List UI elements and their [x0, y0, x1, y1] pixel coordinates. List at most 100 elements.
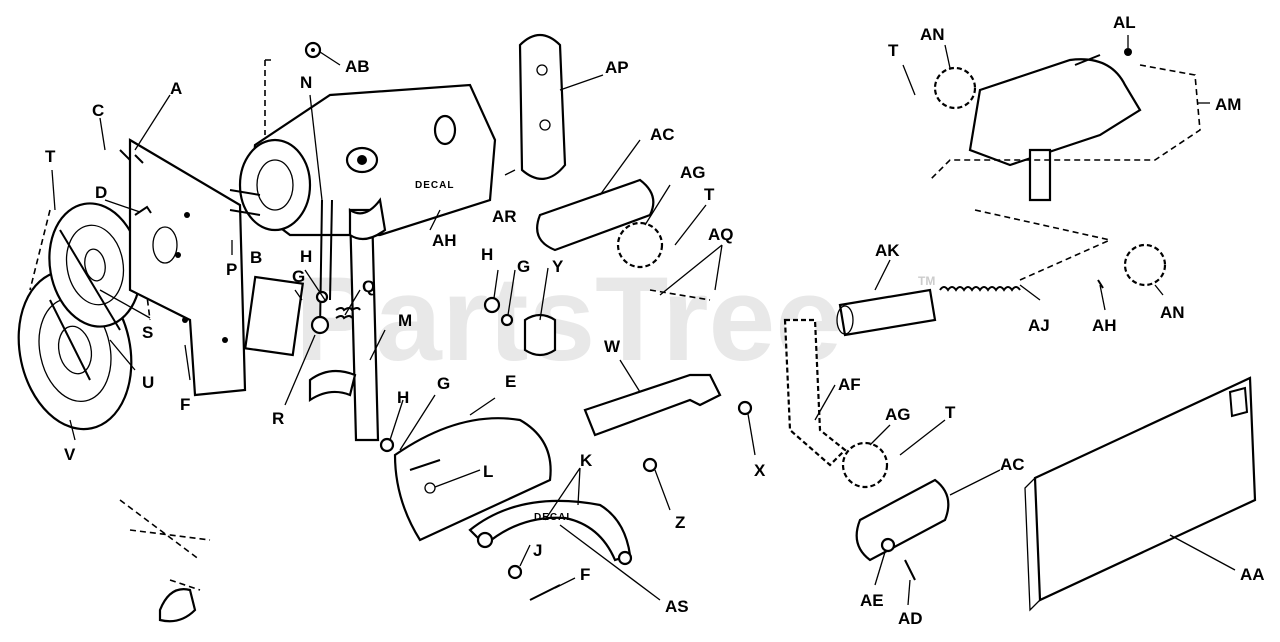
bolt-x — [737, 400, 753, 416]
pedal-assembly-am — [929, 48, 1201, 241]
label-g-left: G — [292, 267, 305, 286]
sleeve-ac-bottom — [855, 478, 950, 562]
partial-view-part — [158, 588, 197, 623]
label-f-left: F — [180, 395, 190, 414]
label-an-top: AN — [920, 25, 945, 44]
label-aa: AA — [1240, 565, 1265, 584]
label-j: J — [533, 541, 542, 560]
label-s: S — [142, 323, 153, 342]
label-af: AF — [838, 375, 861, 394]
rod-m — [348, 208, 380, 442]
label-ah-motor: AH — [432, 231, 457, 250]
label-a: A — [170, 79, 182, 98]
labels: A AA AB AC AC AD AE AF AG AG AH AH AJ AK… — [45, 13, 1265, 628]
label-f-bottom: F — [580, 565, 590, 584]
label-h-left: H — [300, 247, 312, 266]
motor-decal-text: DECAL — [415, 180, 454, 191]
label-e: E — [505, 372, 516, 391]
arm-k: DECAL — [468, 499, 633, 566]
label-b: B — [250, 248, 262, 267]
label-d: D — [95, 183, 107, 202]
pin-ah-right — [1097, 279, 1104, 289]
pin-aq — [649, 289, 711, 301]
rod-m-top — [348, 197, 387, 241]
crank-af — [783, 318, 847, 467]
label-t-left: T — [45, 147, 56, 166]
watermark-trademark: TM — [918, 274, 935, 288]
label-ad: AD — [898, 609, 923, 628]
label-w: W — [604, 337, 621, 356]
pulley-s-hub — [84, 248, 106, 282]
bolt-z — [642, 457, 658, 473]
label-h-lower: H — [397, 388, 409, 407]
nut-g-left — [315, 290, 329, 304]
label-ac-top: AC — [650, 125, 675, 144]
washer-ag-top — [616, 221, 664, 269]
label-z: Z — [675, 513, 685, 532]
label-n: N — [300, 73, 312, 92]
bushing-an-right — [1123, 243, 1167, 287]
partial-view-lines — [119, 499, 211, 591]
label-aj: AJ — [1028, 316, 1050, 335]
label-am: AM — [1215, 95, 1241, 114]
belt-u — [49, 229, 121, 381]
leader-lines — [51, 35, 1236, 606]
label-y: Y — [552, 257, 564, 276]
label-ag-bottom: AG — [885, 405, 911, 424]
washer-ag-bottom — [841, 441, 889, 489]
label-l: L — [483, 462, 493, 481]
label-ap: AP — [605, 58, 629, 77]
label-k: K — [580, 451, 593, 470]
lever-n — [319, 199, 333, 331]
label-an-right: AN — [1160, 303, 1185, 322]
screw-ab — [304, 41, 322, 59]
rod-aj-line — [1019, 239, 1111, 281]
label-u: U — [142, 373, 154, 392]
sleeve-ac-top — [536, 178, 655, 252]
pin-ak — [838, 288, 937, 337]
label-m: M — [398, 311, 412, 330]
nut-h-mid — [483, 296, 501, 314]
panel-aa — [1033, 376, 1257, 602]
bushing-an-top — [933, 66, 977, 110]
washer-g-mid — [500, 313, 514, 327]
clip-r — [310, 315, 330, 335]
label-t-lower: T — [945, 403, 956, 422]
label-ak: AK — [875, 241, 900, 260]
label-h-mid: H — [481, 245, 493, 264]
cover-e — [379, 417, 552, 542]
nut-ae — [880, 537, 896, 553]
bracket-w — [583, 373, 722, 437]
label-x: X — [754, 461, 766, 480]
washer-j — [507, 564, 523, 580]
label-ab: AB — [345, 57, 370, 76]
pulley-assembly — [17, 202, 151, 431]
spring-aj — [939, 286, 1021, 292]
lever-assembly — [308, 197, 387, 442]
pin-al — [1124, 48, 1132, 56]
label-ae: AE — [860, 591, 884, 610]
bracket-b — [243, 275, 305, 357]
label-t-top: T — [888, 41, 899, 60]
link-ap — [518, 33, 567, 180]
label-t-mid: T — [704, 185, 715, 204]
label-r: R — [272, 409, 284, 428]
watermark-text: PartsTree — [295, 252, 842, 386]
label-v: V — [64, 445, 76, 464]
pulley-v-hub — [57, 325, 93, 375]
label-q: Q — [362, 277, 375, 296]
label-p: P — [226, 260, 237, 279]
screw-ad — [904, 559, 916, 581]
label-ag-top: AG — [680, 163, 706, 182]
label-g-mid: G — [517, 257, 530, 276]
label-c: C — [92, 101, 104, 120]
mounting-plate-a — [119, 138, 247, 397]
label-ah-right: AH — [1092, 316, 1117, 335]
label-al: AL — [1113, 13, 1136, 32]
clamp-y — [523, 313, 557, 357]
label-aq: AQ — [708, 225, 734, 244]
rod-m-foot — [308, 369, 357, 403]
label-ar: AR — [492, 207, 517, 226]
label-ac-bottom: AC — [1000, 455, 1025, 474]
